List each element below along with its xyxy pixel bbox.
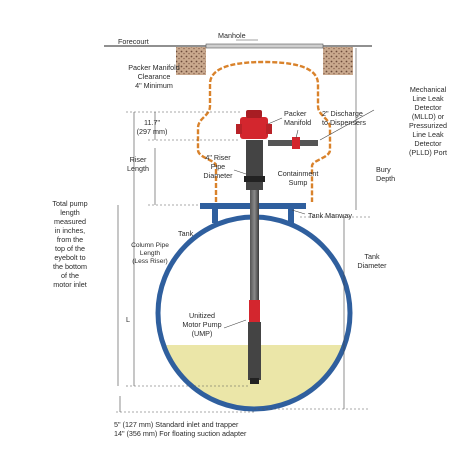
svg-text:Sump: Sump xyxy=(289,178,308,187)
svg-text:Tank: Tank xyxy=(364,252,380,261)
riser-length-label: Riser Length xyxy=(127,155,149,173)
svg-text:Unitized: Unitized xyxy=(189,311,215,320)
packer-manifold-head xyxy=(236,110,272,139)
svg-text:(MLLD) or: (MLLD) or xyxy=(412,112,445,121)
packer-clearance-label: Packer Manifold Clearance 4" Minimum xyxy=(128,63,180,90)
manhole-cover xyxy=(205,43,324,49)
svg-text:Manifold: Manifold xyxy=(284,118,311,127)
svg-text:Bury: Bury xyxy=(376,165,391,174)
manway-neck-right xyxy=(288,209,294,223)
ground-right xyxy=(323,47,353,75)
svg-text:Riser: Riser xyxy=(130,155,147,164)
discharge-label: 2" Discharge to Dispensers xyxy=(322,109,366,127)
svg-text:Length: Length xyxy=(140,250,161,257)
svg-text:(PLLD) Port: (PLLD) Port xyxy=(409,148,447,157)
svg-text:from the: from the xyxy=(57,235,83,244)
svg-text:Clearance: Clearance xyxy=(138,72,171,81)
svg-text:Column Pipe: Column Pipe xyxy=(131,242,169,249)
mlld-label: Mechanical Line Leak Detector (MLLD) or … xyxy=(409,85,447,157)
unitized-motor-pump xyxy=(248,300,261,384)
svg-text:(UMP): (UMP) xyxy=(192,329,213,338)
column-pipe-label: Column Pipe Length (Less Riser) xyxy=(131,242,169,265)
svg-text:11.7": 11.7" xyxy=(144,118,160,127)
svg-text:Packer Manifold: Packer Manifold xyxy=(128,63,180,72)
leader-lines xyxy=(223,39,375,329)
svg-text:2" Discharge: 2" Discharge xyxy=(322,109,363,118)
tank-manway-label: Tank Manway xyxy=(308,211,352,220)
svg-text:Depth: Depth xyxy=(376,174,395,183)
packer-manifold-label: Packer Manifold xyxy=(284,109,311,127)
bury-depth-label: Bury Depth xyxy=(376,165,395,183)
ump-label: Unitized Motor Pump (UMP) xyxy=(182,311,221,338)
manhole-label: Manhole xyxy=(218,31,246,40)
svg-text:eyebolt to: eyebolt to xyxy=(54,253,85,262)
manway-neck-left xyxy=(212,209,218,223)
svg-text:Total pump: Total pump xyxy=(52,199,87,208)
svg-text:4" Riser: 4" Riser xyxy=(205,153,231,162)
dimension-lines xyxy=(116,48,370,413)
tank-diameter-label: Tank Diameter xyxy=(357,252,387,270)
svg-text:(297 mm): (297 mm) xyxy=(137,127,168,136)
footnote-standard-inlet: 5" (127 mm) Standard inlet and trapper xyxy=(114,420,239,429)
dim-11-7-label: 11.7" (297 mm) xyxy=(137,118,168,136)
containment-sump-label: Containment Sump xyxy=(278,169,319,187)
svg-text:Containment: Containment xyxy=(278,169,319,178)
tank-label: Tank xyxy=(178,229,194,238)
riser-pipe xyxy=(246,140,263,190)
svg-text:Mechanical: Mechanical xyxy=(410,85,447,94)
svg-text:the bottom: the bottom xyxy=(53,262,87,271)
svg-text:(Less Riser): (Less Riser) xyxy=(132,258,168,265)
svg-text:of the: of the xyxy=(61,271,79,280)
svg-text:Pressurized: Pressurized xyxy=(409,121,447,130)
svg-text:Line Leak: Line Leak xyxy=(412,94,444,103)
svg-text:length: length xyxy=(60,208,80,217)
svg-text:Diameter: Diameter xyxy=(357,261,387,270)
forecourt-label: Forecourt xyxy=(118,37,149,46)
svg-text:Line Leak: Line Leak xyxy=(412,130,444,139)
svg-text:4" Minimum: 4" Minimum xyxy=(135,81,173,90)
length-l-label: L xyxy=(126,315,130,324)
svg-text:Motor Pump: Motor Pump xyxy=(182,320,221,329)
svg-text:measured: measured xyxy=(54,217,86,226)
column-pipe xyxy=(250,150,259,310)
svg-text:Packer: Packer xyxy=(284,109,307,118)
svg-text:Length: Length xyxy=(127,164,149,173)
svg-text:motor inlet: motor inlet xyxy=(53,280,87,289)
svg-text:to Dispensers: to Dispensers xyxy=(322,118,366,127)
svg-text:Diameter: Diameter xyxy=(203,171,233,180)
svg-text:Detector: Detector xyxy=(414,103,442,112)
forecourt-ground xyxy=(104,45,372,75)
svg-text:in inches,: in inches, xyxy=(55,226,85,235)
footnote-floating-suction: 14" (356 mm) For floating suction adapte… xyxy=(114,429,247,438)
svg-text:Pipe: Pipe xyxy=(211,162,225,171)
discharge-pipe xyxy=(268,137,318,149)
riser-pipe-label: 4" Riser Pipe Diameter xyxy=(203,153,233,180)
svg-text:Detector: Detector xyxy=(414,139,442,148)
riser-coupling xyxy=(244,176,265,182)
ground-left xyxy=(176,47,206,75)
total-pump-length-label: Total pump length measured in inches, fr… xyxy=(52,199,87,289)
svg-text:top of the: top of the xyxy=(55,244,85,253)
